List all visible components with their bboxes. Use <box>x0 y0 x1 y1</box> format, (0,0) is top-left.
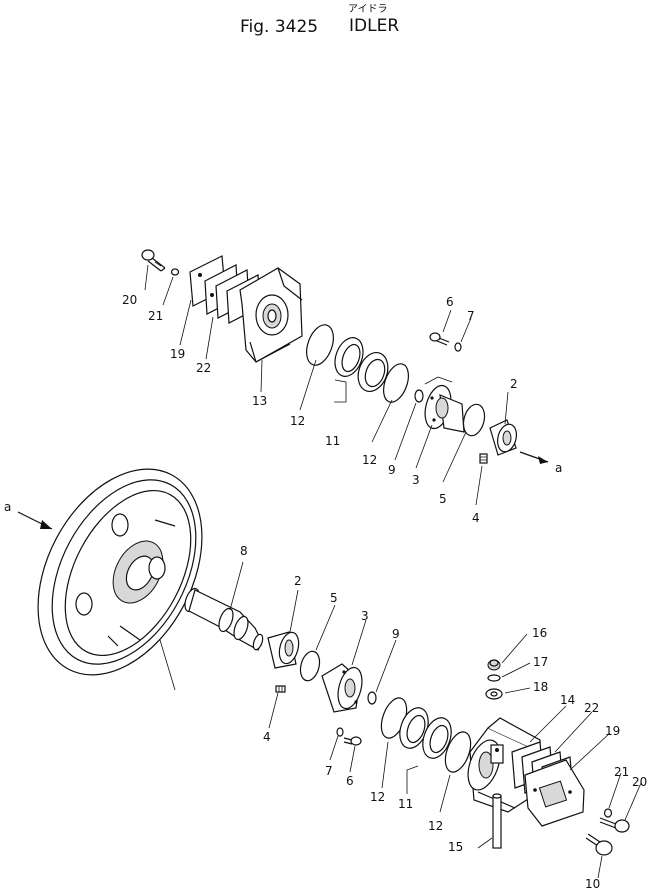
shaft-8 <box>184 587 264 651</box>
callout-11-upper: 11 <box>325 434 340 448</box>
callout-a-upper: a <box>555 461 562 475</box>
callout-3-lower: 3 <box>361 609 369 623</box>
callout-6-lower: 6 <box>346 774 354 788</box>
o-ring-5-upper <box>462 403 486 437</box>
callout-12-upper-b: 12 <box>362 453 377 467</box>
callouts-lower: a 8 2 5 3 9 4 7 6 12 11 12 16 17 18 14 2… <box>4 500 647 890</box>
bolt-20-lower <box>599 817 630 833</box>
callout-22-upper: 22 <box>196 361 211 375</box>
callout-7-upper: 7 <box>467 309 475 323</box>
callouts-upper: 20 21 19 22 13 12 11 12 9 3 5 4 2 6 7 a <box>122 293 562 525</box>
bushing-2-upper <box>489 419 518 456</box>
callout-12-lower-a: 12 <box>370 790 385 804</box>
callout-15: 15 <box>448 840 463 854</box>
bushing-2-lower <box>267 631 300 669</box>
washer-7-lower <box>336 727 344 737</box>
bolt-10 <box>585 833 613 856</box>
o-ring-12-upper-b <box>383 363 409 403</box>
washer-18 <box>485 688 503 700</box>
callout-21-upper: 21 <box>148 309 163 323</box>
washer-17 <box>487 674 501 682</box>
bolt-6-lower <box>343 736 362 746</box>
callout-3-upper: 3 <box>412 473 420 487</box>
callout-9-upper: 9 <box>388 463 396 477</box>
floating-seal-11-lower <box>399 707 452 759</box>
callout-6-upper: 6 <box>446 295 454 309</box>
o-ring-9-lower <box>367 691 377 705</box>
idler-wheel <box>37 468 203 676</box>
collar-3-lower <box>321 663 363 713</box>
plug-4-lower <box>275 685 286 693</box>
callout-16: 16 <box>532 626 547 640</box>
washer-7-upper <box>454 342 462 352</box>
arrow-a-lower <box>17 511 53 530</box>
callout-22-lower: 22 <box>584 701 599 715</box>
callout-20-upper: 20 <box>122 293 137 307</box>
callout-14: 14 <box>560 693 575 707</box>
bolt-20-upper <box>141 249 166 272</box>
callout-12-lower-b: 12 <box>428 819 443 833</box>
callout-a-lower: a <box>4 500 11 514</box>
callout-2-lower: 2 <box>294 574 302 588</box>
callout-5-lower: 5 <box>330 591 338 605</box>
callout-10: 10 <box>585 877 600 890</box>
callout-4-upper: 4 <box>472 511 480 525</box>
callout-13-upper: 13 <box>252 394 267 408</box>
callout-2-upper: 2 <box>510 377 518 391</box>
callout-17: 17 <box>533 655 548 669</box>
callout-19-upper: 19 <box>170 347 185 361</box>
callout-20-lower: 20 <box>632 775 647 789</box>
leader-lines-lower <box>159 561 642 879</box>
figure-title-katakana: アイドラ <box>348 3 388 15</box>
o-ring-12-lower-b <box>444 731 472 773</box>
o-ring-9-upper <box>414 389 424 403</box>
arrow-a-upper <box>519 451 549 464</box>
callout-8-lower: 8 <box>240 544 248 558</box>
bolt-6-upper <box>429 332 450 346</box>
callout-4-lower: 4 <box>263 730 271 744</box>
callout-19-lower: 19 <box>605 724 620 738</box>
figure-number: Fig. 3425 <box>240 17 318 37</box>
callout-9-lower: 9 <box>392 627 400 641</box>
callout-5-upper: 5 <box>439 492 447 506</box>
figure-title: IDLER <box>349 16 399 36</box>
washer-21-lower <box>603 808 613 818</box>
callout-12-upper-a: 12 <box>290 414 305 428</box>
callout-21-lower: 21 <box>614 765 629 779</box>
nut-16 <box>487 659 501 671</box>
collar-3-upper <box>424 384 465 433</box>
cover-19-lower <box>524 759 585 827</box>
o-ring-5-lower <box>299 650 321 682</box>
callout-18: 18 <box>533 680 548 694</box>
support-13-upper <box>239 267 303 363</box>
callout-7-lower: 7 <box>325 764 333 778</box>
washer-21-upper <box>170 268 180 276</box>
o-ring-12-upper-a <box>306 324 334 366</box>
callout-11-lower: 11 <box>398 797 413 811</box>
leader-lines-upper <box>144 264 509 506</box>
plug-4-upper <box>479 453 488 464</box>
pin-15 <box>492 793 502 849</box>
floating-seal-11-upper <box>334 337 389 392</box>
